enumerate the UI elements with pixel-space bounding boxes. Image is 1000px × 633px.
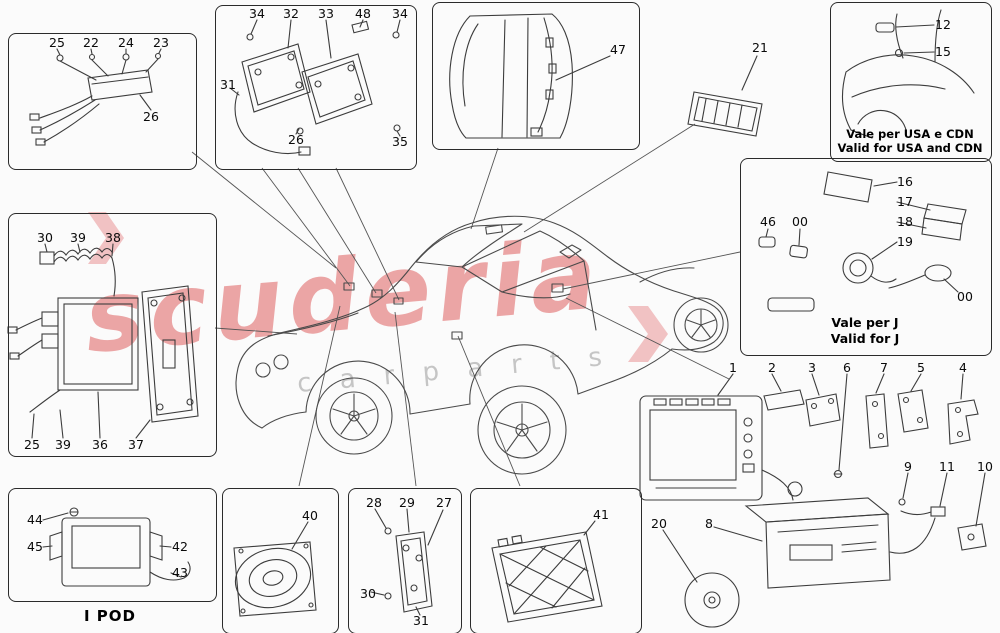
callout-20: 20 <box>651 515 667 531</box>
note-usa-cdn-en: Valid for USA and CDN <box>837 141 983 155</box>
callout-5: 5 <box>917 359 925 375</box>
panel-seat-antenna-cable <box>432 2 640 150</box>
callout-41: 41 <box>593 506 609 522</box>
ecu-bracket-sketch <box>7 243 199 439</box>
panel-small-bracket <box>348 488 462 633</box>
callout-23: 23 <box>153 34 169 50</box>
callout-36: 36 <box>92 436 108 452</box>
watermark-chevron-icon <box>88 212 124 264</box>
callout-33: 33 <box>318 5 334 21</box>
callout-44: 44 <box>27 511 43 527</box>
callout-00: 00 <box>792 213 808 229</box>
callout-22: 22 <box>83 34 99 50</box>
note-usa-cdn-it: Vale per USA e CDN <box>846 127 974 141</box>
japan-parts-sketch <box>758 171 967 312</box>
callout-25: 25 <box>24 436 40 452</box>
callout-31: 31 <box>413 612 429 628</box>
callout-38: 38 <box>105 229 121 245</box>
callout-34: 34 <box>392 5 408 21</box>
callout-19: 19 <box>897 233 913 249</box>
panel-ecu-bracket <box>8 213 217 457</box>
callout-24: 24 <box>118 34 134 50</box>
callout-27: 27 <box>436 494 452 510</box>
panel-antenna-module <box>8 33 197 170</box>
note-ipod-label: I POD <box>84 607 136 625</box>
roof-module-sketch <box>687 55 763 137</box>
callout-9: 9 <box>904 458 912 474</box>
callout-26: 26 <box>143 108 159 124</box>
panel-speaker <box>222 488 339 633</box>
small-bracket-sketch <box>370 508 444 616</box>
callout-3: 3 <box>808 359 816 375</box>
callout-37: 37 <box>128 436 144 452</box>
nav-drive-sketch <box>713 497 936 589</box>
bracket-plates-sketch <box>229 19 401 156</box>
callout-00: 00 <box>957 288 973 304</box>
callout-29: 29 <box>399 494 415 510</box>
callout-2: 2 <box>768 359 776 375</box>
callout-1: 1 <box>729 359 737 375</box>
callout-12: 12 <box>935 16 951 32</box>
panel-usa-cdn <box>830 2 992 162</box>
callout-35: 35 <box>392 133 408 149</box>
callout-30: 30 <box>37 229 53 245</box>
seat-antenna-cable-sketch <box>449 13 611 139</box>
callout-47: 47 <box>610 41 626 57</box>
callout-32: 32 <box>283 5 299 21</box>
callout-11: 11 <box>939 458 955 474</box>
head-unit-sketch <box>639 395 803 501</box>
callout-4: 4 <box>959 359 967 375</box>
callout-43: 43 <box>172 564 188 580</box>
callout-6: 6 <box>843 359 851 375</box>
callout-40: 40 <box>302 507 318 523</box>
callout-48: 48 <box>355 5 371 21</box>
amplifier-sketch <box>491 520 603 623</box>
note-japan-en: Valid for J <box>830 331 900 346</box>
cd-disc-sketch <box>662 529 740 628</box>
callout-28: 28 <box>366 494 382 510</box>
callout-26: 26 <box>288 131 304 147</box>
callout-21: 21 <box>752 39 768 55</box>
callout-30: 30 <box>360 585 376 601</box>
callout-16: 16 <box>897 173 913 189</box>
callout-7: 7 <box>880 359 888 375</box>
callout-45: 45 <box>27 538 43 554</box>
callout-10: 10 <box>977 458 993 474</box>
callout-18: 18 <box>897 213 913 229</box>
panel-bracket-plates <box>215 5 417 170</box>
callout-25: 25 <box>49 34 65 50</box>
callout-8: 8 <box>705 515 713 531</box>
callout-17: 17 <box>897 193 913 209</box>
car-illustration <box>235 215 729 475</box>
antenna-module-sketch <box>29 48 162 146</box>
usa-cdn-parts-sketch <box>842 9 975 139</box>
ipod-cradle-sketch <box>42 507 191 587</box>
panel-ipod <box>8 488 217 602</box>
note-japan-it: Vale per J <box>831 315 899 330</box>
callout-46: 46 <box>760 213 776 229</box>
callout-39: 39 <box>70 229 86 245</box>
callout-39: 39 <box>55 436 71 452</box>
watermark-chevron-icon <box>628 306 668 362</box>
panel-japan <box>740 158 992 356</box>
mounting-brackets-sketch <box>717 373 987 551</box>
callout-42: 42 <box>172 538 188 554</box>
callout-34: 34 <box>249 5 265 21</box>
panel-amplifier <box>470 488 642 633</box>
callout-31: 31 <box>220 76 236 92</box>
callout-15: 15 <box>935 43 951 59</box>
speaker-sketch <box>233 521 317 617</box>
